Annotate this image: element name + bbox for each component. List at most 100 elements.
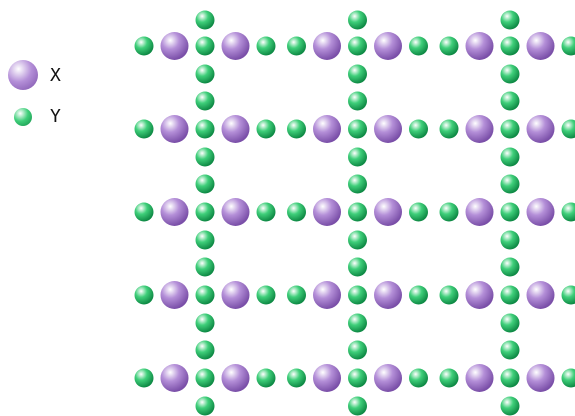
lattice-atom-y <box>409 286 428 305</box>
bridge-atom-y <box>348 148 367 167</box>
lattice-atom-y <box>135 37 154 56</box>
bridge-atom-y <box>501 341 520 360</box>
bridge-atom-y <box>348 11 367 30</box>
bridge-atom-y <box>196 397 215 416</box>
lattice-atom-y <box>135 203 154 222</box>
lattice-atom-x <box>527 32 555 60</box>
lattice-atom-y <box>562 37 575 56</box>
lattice-atom-y <box>348 203 367 222</box>
lattice-atom-y <box>257 37 276 56</box>
lattice-atom-y <box>562 286 575 305</box>
lattice-atom-x <box>374 281 402 309</box>
lattice-atom-y <box>440 203 459 222</box>
lattice-atom-x <box>374 115 402 143</box>
lattice-atom-y <box>440 120 459 139</box>
bridge-atom-y <box>196 175 215 194</box>
lattice-atom-y <box>196 286 215 305</box>
lattice-atom-y <box>287 120 306 139</box>
bridge-atom-y <box>501 11 520 30</box>
lattice-atom-x <box>313 198 341 226</box>
bridge-atom-y <box>501 175 520 194</box>
lattice-atom-y <box>501 286 520 305</box>
lattice-atom-x <box>466 198 494 226</box>
lattice-atom-y <box>562 120 575 139</box>
bridge-atom-y <box>501 397 520 416</box>
lattice-atom-x <box>222 115 250 143</box>
lattice-atom-y <box>287 369 306 388</box>
lattice-atom-y <box>501 120 520 139</box>
lattice-atom-y <box>257 120 276 139</box>
lattice-atom-y <box>501 369 520 388</box>
bridge-atom-y <box>196 258 215 277</box>
lattice-atom-x <box>161 198 189 226</box>
lattice-atom-y <box>287 286 306 305</box>
bridge-atom-y <box>348 65 367 84</box>
bridge-atom-y <box>196 148 215 167</box>
lattice-atom-x <box>374 364 402 392</box>
bridge-atom-y <box>348 231 367 250</box>
lattice-atom-y <box>348 37 367 56</box>
lattice-atom-x <box>161 364 189 392</box>
bridge-atom-y <box>501 231 520 250</box>
lattice-atom-x <box>527 115 555 143</box>
lattice-atom-y <box>196 369 215 388</box>
lattice-atom-y <box>135 286 154 305</box>
lattice-atom-y <box>287 203 306 222</box>
lattice-atom-x <box>527 364 555 392</box>
bridge-atom-y <box>501 92 520 111</box>
bridge-atom-y <box>501 258 520 277</box>
lattice-atom-y <box>440 37 459 56</box>
lattice-atom-y <box>409 37 428 56</box>
lattice-atom-y <box>501 203 520 222</box>
lattice-atom-y <box>196 37 215 56</box>
lattice-atom-y <box>348 120 367 139</box>
lattice-atom-x <box>222 281 250 309</box>
lattice-atom-x <box>527 281 555 309</box>
lattice-atom-y <box>196 120 215 139</box>
lattice-atom-x <box>161 32 189 60</box>
lattice-atom-x <box>374 32 402 60</box>
lattice-atom-y <box>196 203 215 222</box>
lattice-atom-y <box>440 369 459 388</box>
bridge-atom-y <box>196 341 215 360</box>
lattice-atom-x <box>466 364 494 392</box>
lattice-atom-x <box>313 115 341 143</box>
lattice-atom-y <box>501 37 520 56</box>
lattice-atom-y <box>440 286 459 305</box>
lattice-atom-x <box>466 281 494 309</box>
lattice-atom-y <box>409 203 428 222</box>
lattice-atom-x <box>527 198 555 226</box>
bridge-atom-y <box>348 175 367 194</box>
lattice-atom-y <box>562 203 575 222</box>
lattice-atom-x <box>374 198 402 226</box>
lattice-atom-x <box>313 32 341 60</box>
bridge-atom-y <box>196 314 215 333</box>
lattice-atom-x <box>161 115 189 143</box>
lattice-atom-x <box>313 364 341 392</box>
bridge-atom-y <box>196 65 215 84</box>
lattice-atom-x <box>222 364 250 392</box>
lattice-atom-y <box>257 369 276 388</box>
bridge-atom-y <box>348 314 367 333</box>
lattice-atom-y <box>562 369 575 388</box>
lattice-atom-x <box>222 198 250 226</box>
lattice-atom-y <box>257 203 276 222</box>
lattice-atom-y <box>409 369 428 388</box>
lattice-atom-y <box>287 37 306 56</box>
bridge-atom-y <box>501 314 520 333</box>
lattice-atom-y <box>348 369 367 388</box>
lattice-atom-x <box>161 281 189 309</box>
lattice-atom-x <box>466 32 494 60</box>
bridge-atom-y <box>348 397 367 416</box>
lattice-atom-y <box>135 369 154 388</box>
lattice-atom-x <box>222 32 250 60</box>
bridge-atom-y <box>348 92 367 111</box>
lattice-atom-x <box>313 281 341 309</box>
lattice-atom-y <box>135 120 154 139</box>
bridge-atom-y <box>196 231 215 250</box>
atoms-layer <box>135 11 575 416</box>
lattice-atom-x <box>466 115 494 143</box>
bridge-atom-y <box>196 92 215 111</box>
